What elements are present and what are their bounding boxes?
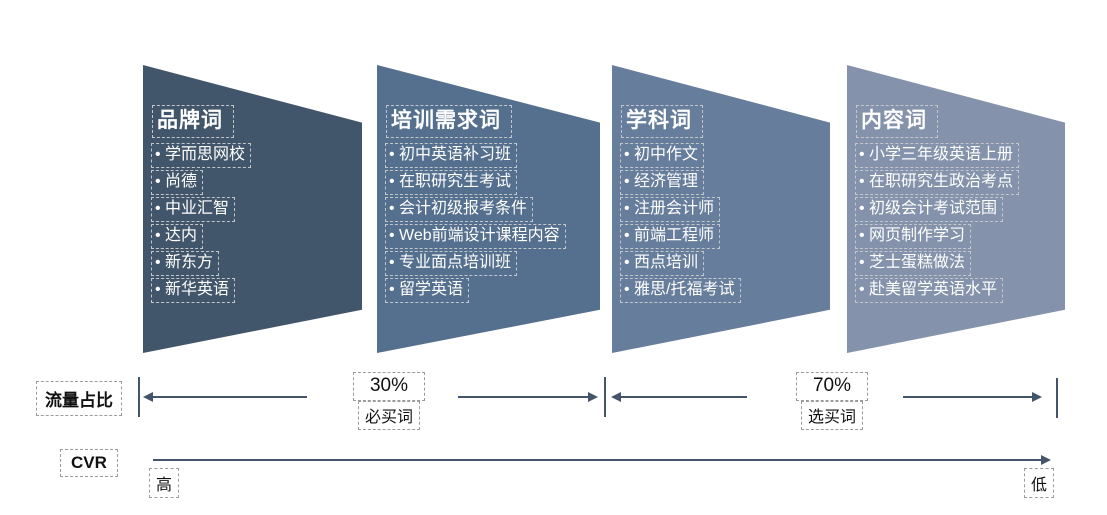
- keyword-item: 留学英语: [385, 278, 470, 303]
- arrow-left-segment1: [143, 392, 307, 402]
- keyword-item: 尚德: [151, 170, 204, 195]
- keyword-item: 在职研究生考试: [385, 170, 518, 195]
- arrow-left-segment2: [611, 392, 747, 402]
- keyword-item: 专业面点培训班: [385, 251, 518, 276]
- keyword-item: 会计初级报考条件: [385, 197, 534, 222]
- segment1-percent: 30%: [352, 372, 426, 401]
- segment2-percent-group: 70% 选买词: [786, 372, 878, 430]
- segment2-percent: 70%: [795, 372, 869, 401]
- keyword-item: 赴美留学英语水平: [855, 278, 1004, 303]
- funnel-stage-brand-words: 品牌词 学而思网校 尚德 中业汇智 达内 新东方 新华英语: [143, 65, 362, 353]
- stage-title: 内容词: [856, 105, 938, 138]
- keyword-item: 网页制作学习: [855, 224, 972, 249]
- cvr-low-label: 低: [1024, 468, 1055, 498]
- keyword-item: 雅思/托福考试: [620, 278, 741, 303]
- keyword-item: 新华英语: [151, 278, 236, 303]
- keyword-item: 初级会计考试范围: [855, 197, 1004, 222]
- arrow-right-segment2: [903, 392, 1042, 402]
- keyword-item: 学而思网校: [151, 143, 252, 168]
- funnel-stage-subject-words: 学科词 初中作文 经济管理 注册会计师 前端工程师 西点培训 雅思/托福考试: [612, 65, 830, 353]
- divider-line: [604, 377, 606, 417]
- keyword-item: 经济管理: [620, 170, 705, 195]
- arrow-right-segment1: [458, 392, 598, 402]
- keyword-item: Web前端设计课程内容: [385, 224, 566, 249]
- keyword-item: 注册会计师: [620, 197, 721, 222]
- keyword-item: 在职研究生政治考点: [855, 170, 1020, 195]
- segment1-percent-group: 30% 必买词: [344, 372, 434, 430]
- keyword-item: 西点培训: [620, 251, 705, 276]
- funnel-stage-content-words: 内容词 小学三年级英语上册 在职研究生政治考点 初级会计考试范围 网页制作学习 …: [847, 65, 1065, 353]
- keyword-item: 新东方: [151, 251, 220, 276]
- keyword-item: 初中作文: [620, 143, 705, 168]
- keyword-item: 中业汇智: [151, 197, 236, 222]
- cvr-label: CVR: [60, 449, 118, 477]
- keyword-item: 小学三年级英语上册: [855, 143, 1020, 168]
- cvr-axis-arrow: [153, 455, 1051, 465]
- keyword-item: 前端工程师: [620, 224, 721, 249]
- divider-line: [1056, 378, 1058, 418]
- stage-title: 品牌词: [152, 105, 234, 138]
- segment2-tag: 选买词: [800, 401, 863, 430]
- keyword-item: 初中英语补习班: [385, 143, 518, 168]
- cvr-high-label: 高: [149, 468, 180, 498]
- traffic-share-label: 流量占比: [36, 381, 122, 416]
- stage-title: 学科词: [621, 105, 703, 138]
- funnel-stage-training-demand-words: 培训需求词 初中英语补习班 在职研究生考试 会计初级报考条件 Web前端设计课程…: [377, 65, 600, 353]
- keyword-item: 达内: [151, 224, 204, 249]
- stage-title: 培训需求词: [386, 105, 512, 138]
- segment1-tag: 必买词: [357, 401, 420, 430]
- divider-line: [138, 377, 140, 417]
- keyword-item: 芝士蛋糕做法: [855, 251, 972, 276]
